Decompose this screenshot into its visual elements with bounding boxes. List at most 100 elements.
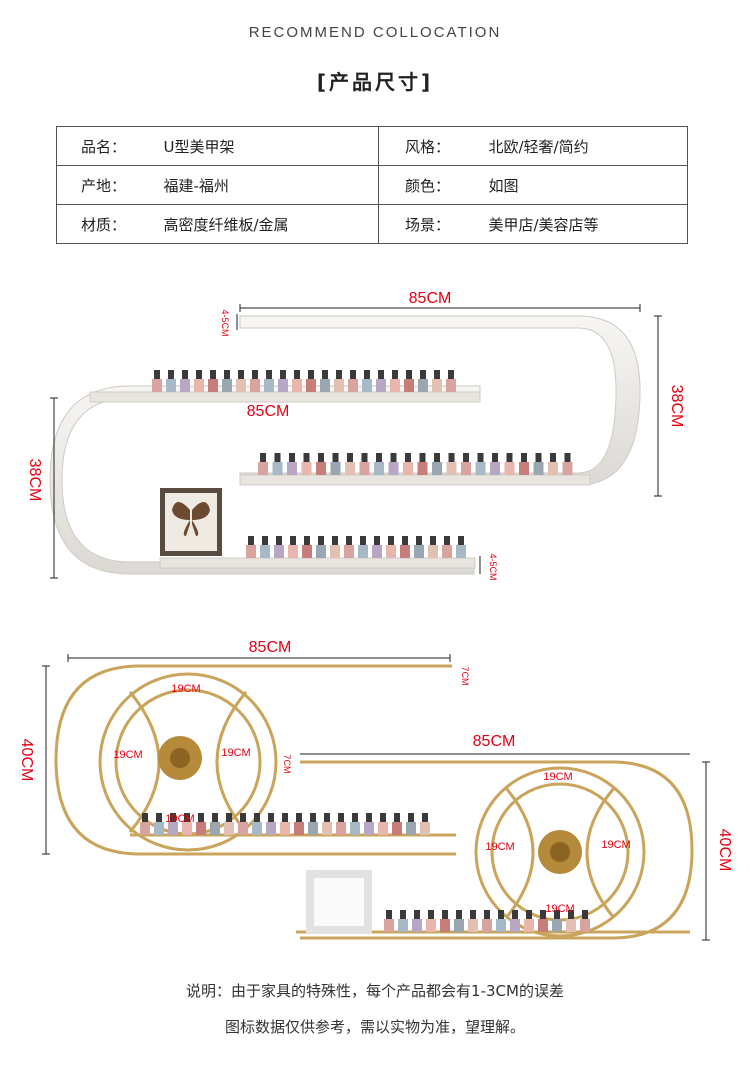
bottle-cap [210,370,216,379]
bottle-cap [268,813,274,822]
nail-polish-bottle [316,462,326,475]
bottle-cap [390,453,397,462]
nail-polish-bottle [519,462,529,475]
nail-polish-bottle [504,462,515,475]
nail-polish-bottle [412,919,422,932]
nail-polish-bottle [446,379,456,392]
bottle-cap [254,813,260,822]
nail-polish-bottle [403,462,413,475]
right-circle-left-label: 19CM [485,841,514,853]
bottle-cap [289,453,295,462]
nail-polish-bottle [196,822,206,835]
gold-wheel [474,766,646,938]
bottle-cap [463,453,469,462]
bottle-cap [332,453,339,462]
nail-polish-bottle [384,919,394,932]
bottle-cap [196,370,202,379]
nail-polish-bottle [152,379,162,392]
photo-frame-picture [306,870,372,934]
bottle-cap [420,370,426,379]
gold-wheel [98,672,278,852]
nail-polish-bottle [222,379,232,392]
nail-polish-bottle [548,462,558,475]
nail-polish-bottle [372,545,382,558]
bottle-cap [322,370,328,379]
bottle-cap [304,536,310,545]
nail-polish-bottle [374,462,384,475]
bottle-cap [182,370,188,379]
nail-polish-bottle [208,379,218,392]
nail-polish-bottle [258,462,268,475]
shelf-plank [89,391,481,403]
nail-polish-bottle [562,462,573,475]
nail-polish-bottle [432,462,442,475]
left-circle-left-label: 19CM [113,749,142,761]
bottle-cap [419,453,426,462]
bottle-cap [238,370,244,379]
bottle-cap [380,813,386,822]
nail-polish-bottle [140,822,150,835]
nail-polish-bottle [154,822,164,835]
nail-polish-bottle [446,462,457,475]
nail-polish-bottle [378,822,388,835]
bottle-cap [252,370,258,379]
bottle-cap [262,536,268,545]
bottle-cap [360,536,366,545]
bottle-cap [456,910,462,919]
nail-polish-bottle [400,545,410,558]
left-circle-bottom-label: 19CM [165,813,194,825]
nail-polish-bottle [566,919,576,932]
nail-polish-bottle [359,462,370,475]
bottle-cap [374,536,380,545]
bottle-cap [470,910,476,919]
bottle-cap [338,813,344,822]
bottle-cap [280,370,286,379]
left-height-label: 40CM [18,739,35,782]
spec-value: 如图 [458,165,688,205]
bottle-cap [430,536,436,545]
nail-polish-bottle [260,545,270,558]
spec-value: 美甲店/美容店等 [458,204,688,244]
nail-polish-bottle [461,462,471,475]
bottle-cap [492,453,498,462]
bottle-cap [361,453,368,462]
flower-ornament [158,736,202,780]
nail-polish-bottle [250,379,260,392]
nail-polish-bottle [376,379,386,392]
nail-polish-bottle [246,545,256,558]
table-row: 产地： 福建-福州 颜色： 如图 [56,165,688,205]
nail-polish-row [246,536,466,558]
table-row: 材质： 高密度纤维板/金属 场景： 美甲店/美容店等 [56,204,688,244]
nail-polish-bottle [301,462,312,475]
bottle-cap [310,813,316,822]
nail-polish-bottle [292,379,302,392]
bottle-cap [550,453,556,462]
nail-polish-bottle [288,545,298,558]
bottle-cap [294,370,300,379]
mid-width-label: 85CM [247,403,290,420]
nail-polish-bottle [428,545,438,558]
bottle-cap [282,813,288,822]
nail-polish-bottle [456,545,466,558]
bottle-cap [346,536,352,545]
nail-polish-bottle [280,822,290,835]
spec-value: 高密度纤维板/金属 [141,204,379,244]
bottle-cap [386,910,392,919]
bottle-cap [526,910,532,919]
nail-polish-bottle [490,462,500,475]
right-height-label: 38CM [668,385,685,428]
bottle-cap [422,813,428,822]
bottle-cap [512,910,518,919]
bottle-cap [442,910,448,919]
nail-polish-bottle [168,822,178,835]
nail-polish-bottle [278,379,288,392]
nail-polish-bottle [390,379,400,392]
nail-polish-bottle [420,822,430,835]
nail-polish-bottle [386,545,396,558]
nail-polish-bottle [482,919,492,932]
nail-polish-bottle [496,919,506,932]
nail-polish-bottle [524,919,534,932]
nail-polish-bottle [406,822,416,835]
bottle-cap [184,813,190,822]
nail-polish-bottle [426,919,436,932]
